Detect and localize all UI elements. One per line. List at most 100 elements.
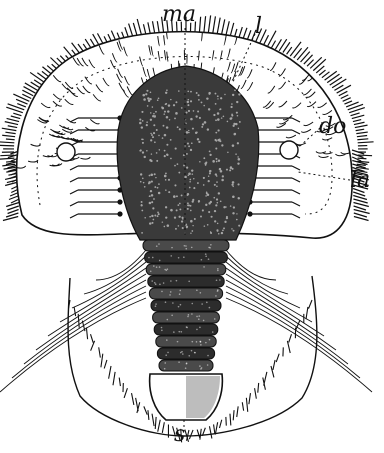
stipple-dot	[217, 230, 219, 232]
fringe-seta	[6, 139, 15, 140]
segment-speck	[217, 270, 219, 272]
segment-speck	[191, 247, 193, 249]
fringe-seta	[358, 142, 374, 143]
fringe-seta	[272, 41, 276, 48]
segment-speck	[194, 352, 196, 354]
stipple-dot	[221, 144, 223, 146]
segment-speck	[161, 327, 163, 329]
segment-speck	[203, 320, 205, 322]
stipple-dot	[218, 192, 220, 194]
segment-speck	[159, 266, 161, 268]
fan-line	[226, 256, 288, 294]
segment-speck	[205, 255, 207, 257]
fringe-seta	[290, 42, 301, 56]
stipple-dot	[165, 189, 167, 191]
stipple-dot	[198, 94, 200, 96]
fan-line	[226, 250, 276, 280]
stipple-dot	[233, 230, 235, 232]
fringe-seta	[239, 27, 242, 38]
fan-line	[96, 250, 146, 280]
stipple-dot	[177, 204, 179, 206]
segment-speck	[152, 257, 154, 259]
terminal-segment-shade	[186, 376, 220, 418]
fringe-seta	[268, 31, 276, 46]
fringe-seta	[13, 113, 21, 115]
stipple-dot	[215, 119, 217, 121]
stipple-dot	[232, 94, 234, 96]
fringe-tooth	[255, 388, 257, 398]
stipple-dot	[175, 101, 177, 103]
stipple-dot	[153, 132, 155, 134]
stipple-dot	[214, 220, 216, 222]
stipple-dot	[211, 216, 213, 218]
stipple-dot	[203, 184, 205, 186]
fringe-seta	[358, 155, 372, 156]
segment-speck	[185, 245, 187, 247]
fringe-seta	[341, 95, 349, 99]
fringe-seta	[264, 35, 269, 45]
fringe-tooth	[246, 398, 247, 412]
stipple-dot	[199, 161, 201, 163]
stipple-dot	[164, 150, 166, 152]
stipple-dot	[209, 172, 211, 174]
fringe-seta	[243, 28, 247, 39]
stipple-dot	[216, 198, 218, 200]
fringe-seta	[307, 60, 314, 67]
fringe-seta	[30, 72, 45, 82]
fringe-seta	[337, 85, 351, 93]
stipple-dot	[232, 212, 234, 214]
stipple-dot	[148, 100, 150, 102]
stipple-dot	[231, 103, 233, 105]
stipple-dot	[214, 184, 216, 186]
stipple-dot	[227, 152, 228, 153]
abdomen-segment	[157, 348, 214, 359]
stipple-dot	[215, 204, 217, 206]
segment-speck	[156, 266, 158, 268]
stipple-dot	[222, 175, 224, 177]
stipple-dot	[142, 120, 144, 122]
stipple-dot	[143, 98, 146, 101]
stipple-dot	[154, 115, 156, 117]
stipple-dot	[191, 142, 193, 144]
segment-speck	[177, 341, 179, 343]
stipple-dot	[167, 224, 170, 227]
stipple-dot	[215, 93, 217, 95]
fringe-tooth	[230, 414, 231, 426]
fringe-seta	[217, 18, 220, 34]
stipple-dot	[154, 186, 156, 188]
stipple-dot	[151, 153, 152, 154]
stipple-dot	[208, 211, 210, 213]
fringe-tooth	[132, 393, 134, 405]
stipple-dot	[236, 213, 237, 214]
stipple-dot	[189, 187, 191, 189]
fringe-seta	[357, 136, 367, 137]
stipple-dot	[173, 104, 175, 106]
fringe-seta	[353, 120, 361, 122]
left-lateral-organ	[57, 143, 75, 161]
segment-speck	[191, 303, 193, 305]
segment-speck	[188, 280, 190, 282]
stipple-dot	[166, 144, 168, 146]
stipple-dot	[208, 202, 210, 204]
stipple-dot	[215, 148, 217, 150]
stipple-dot	[209, 154, 211, 156]
stipple-dot	[173, 195, 176, 198]
stipple-dot	[149, 202, 152, 205]
stipple-dot	[212, 160, 215, 163]
stipple-dot	[154, 141, 156, 143]
fringe-seta	[357, 139, 368, 140]
fringe-seta	[5, 122, 18, 125]
fringe-tooth	[237, 406, 238, 417]
stipple-dot	[237, 183, 239, 185]
segment-speck	[198, 318, 200, 320]
fringe-seta	[0, 142, 14, 143]
segment-speck	[156, 245, 158, 247]
fringe-seta	[339, 91, 348, 95]
stipple-dot	[209, 170, 211, 172]
stipple-dot	[192, 200, 194, 202]
fringe-seta	[2, 164, 15, 166]
stipple-dot	[145, 93, 147, 95]
segment-speck	[208, 247, 210, 249]
stipple-dot	[143, 182, 145, 184]
stipple-dot	[227, 121, 229, 123]
